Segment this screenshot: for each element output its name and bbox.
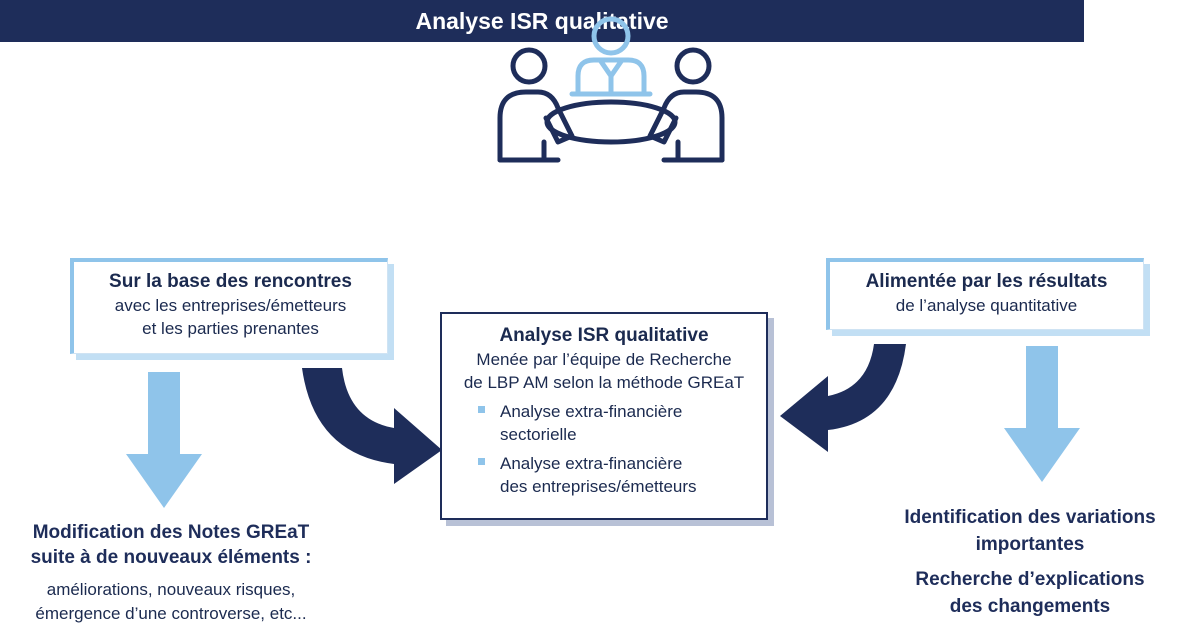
notes-modification-text-1: améliorations, nouveaux risques, [46,580,296,599]
notes-modification-text-2: émergence d’une controverse, etc... [35,604,307,623]
curved-arrow-right-icon [780,344,906,452]
variations-line-1: Identification des variations [904,507,1156,528]
center-line-1: Menée par l’équipe de Recherche [476,350,732,369]
down-arrow-left-icon [126,372,202,508]
explanations-line-2: des changements [949,596,1111,617]
meetings-line-2: et les parties prenantes [142,319,319,338]
quantitative-results-box: Alimentée par les résultats de l’analyse… [826,258,1144,330]
quantitative-line-1: de l’analyse quantitative [895,296,1078,315]
bullet-2-line-1: Analyse extra-financière [500,454,683,473]
bullet-1-line-2: sectorielle [500,425,577,444]
quantitative-heading: Alimentée par les résultats [865,271,1108,292]
variations-line-2: importantes [975,534,1085,555]
bullet-item: Analyse extra-financière des entreprises… [442,452,766,498]
meetings-box: Sur la base des rencontres avec les entr… [70,258,388,354]
bullet-1-line-1: Analyse extra-financière [500,402,683,421]
main-title-banner: Analyse ISR qualitative [0,0,1084,42]
center-line-2: de LBP AM selon la méthode GREaT [463,373,745,392]
meetings-heading: Sur la base des rencontres [109,271,352,292]
curved-arrow-left-icon [302,368,442,484]
bullet-2-line-2: des entreprises/émetteurs [500,477,697,496]
meeting-people-icon [497,16,725,163]
bullet-item: Analyse extra-financière sectorielle [442,400,766,446]
bullet-square-icon [478,458,485,465]
qualitative-analysis-box: Analyse ISR qualitative Menée par l’équi… [440,312,768,520]
meetings-line-1: avec les entreprises/émetteurs [114,296,347,315]
down-arrow-right-icon [1004,346,1080,482]
notes-modification-heading-2: suite à de nouveaux éléments : [30,547,312,568]
center-heading: Analyse ISR qualitative [499,325,709,346]
notes-modification-heading-1: Modification des Notes GREaT [32,522,310,543]
bullet-square-icon [478,406,485,413]
explanations-line-1: Recherche d’explications [915,569,1145,590]
